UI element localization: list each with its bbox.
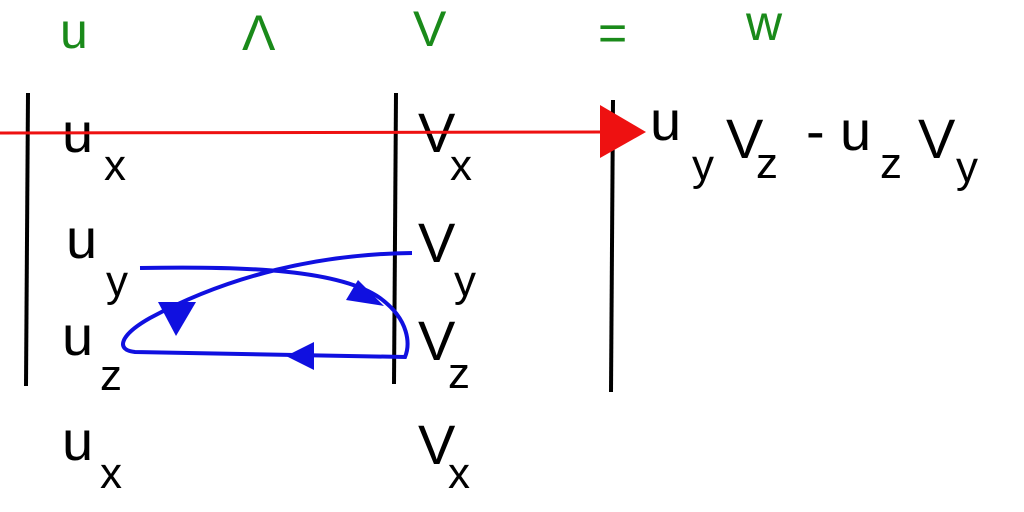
svg-text:x: x — [100, 449, 122, 498]
header-v: V — [413, 1, 447, 57]
header-equals: = — [598, 5, 627, 61]
svg-text:V: V — [726, 107, 764, 170]
svg-text:V: V — [418, 413, 456, 476]
v-column: Vx Vy Vz Vx — [418, 101, 476, 498]
svg-text:u: u — [840, 99, 871, 162]
svg-text:u: u — [62, 409, 93, 472]
svg-text:z: z — [100, 351, 122, 400]
header-w: w — [745, 0, 783, 51]
svg-text:z: z — [880, 139, 902, 188]
u-column: ux uy uz ux — [62, 101, 128, 498]
svg-text:x: x — [104, 141, 126, 190]
svg-text:x: x — [448, 449, 470, 498]
left-bar — [24, 92, 30, 387]
header-u: u — [60, 3, 88, 59]
red-arrow — [0, 105, 646, 158]
svg-text:u: u — [66, 207, 97, 270]
svg-text:y: y — [454, 257, 476, 306]
svg-text:z: z — [448, 349, 470, 398]
svg-text:z: z — [756, 139, 778, 188]
svg-text:x: x — [450, 141, 472, 190]
header-wedge: Λ — [242, 5, 276, 61]
svg-text:V: V — [918, 107, 956, 170]
svg-text:y: y — [692, 141, 714, 190]
svg-text:-: - — [806, 99, 825, 162]
svg-text:V: V — [418, 309, 456, 372]
svg-text:V: V — [418, 211, 456, 274]
blue-loop-arrows — [121, 251, 413, 370]
svg-text:y: y — [106, 257, 128, 306]
middle-bar — [392, 92, 398, 385]
svg-text:u: u — [650, 89, 681, 152]
svg-text:u: u — [62, 304, 93, 367]
svg-text:y: y — [956, 143, 978, 192]
